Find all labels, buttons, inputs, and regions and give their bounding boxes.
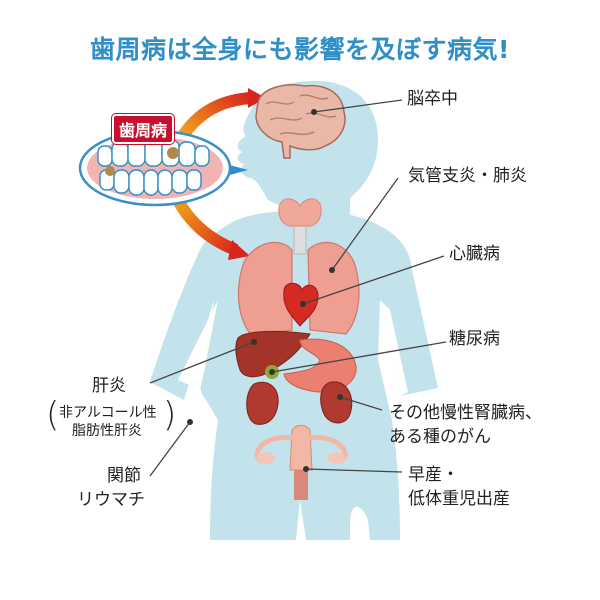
label-stroke: 脳卒中 [407, 89, 458, 109]
label-kidney-line1: その他慢性腎臓病、 [389, 403, 542, 423]
label-hepatitis: 肝炎 [92, 376, 126, 396]
label-preterm-line2: 低体重児出産 [408, 489, 510, 509]
arrow-head-organs [228, 240, 250, 260]
label-preterm-line1: 早産・ [408, 465, 459, 485]
label-bronchitis: 気管支炎・肺炎 [408, 166, 527, 186]
arm-gap-right [380, 300, 408, 396]
label-nash-line2: 脂肪性肝炎 [72, 423, 142, 439]
brain-icon [255, 84, 346, 159]
pancreas-icon [283, 338, 357, 393]
periodontal-badge: 歯周病 [112, 114, 175, 144]
label-ra-line1: 関節 [107, 466, 141, 486]
paren-close: ) [163, 395, 177, 435]
kidneys-icon [246, 381, 353, 425]
label-ra-line2: リウマチ [77, 490, 145, 510]
label-kidney-line2: ある種のがん [389, 427, 491, 447]
arrow-head-brain [248, 88, 266, 108]
label-diabetes: 糖尿病 [449, 329, 500, 349]
thyroid-icon [278, 198, 322, 255]
page-title: 歯周病は全身にも影響を及ぼす病気! [90, 35, 510, 64]
uterus-icon [254, 425, 348, 500]
lungs-icon [237, 241, 360, 337]
leg-gap [296, 500, 306, 540]
paren-open: ( [46, 395, 60, 435]
leader-dots [187, 109, 343, 472]
teeth-bubble-icon [78, 129, 248, 207]
leader-lines [149, 99, 447, 477]
label-heart-disease: 心臓病 [449, 244, 500, 264]
label-nash-line1: 非アルコール性 [59, 405, 157, 421]
